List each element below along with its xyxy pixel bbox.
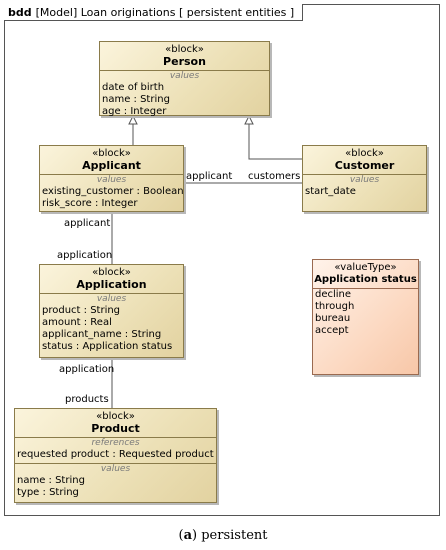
block-stereotype: «block»	[92, 148, 131, 159]
value-property: product : String	[42, 305, 121, 316]
enum-literal: decline	[315, 289, 352, 300]
block-name: Customer	[334, 159, 395, 172]
diagram-title: [Model] Loan originations [ persistent e…	[35, 6, 295, 19]
block-stereotype: «block»	[96, 411, 135, 422]
value-property: date of birth	[102, 82, 165, 93]
block-name: Product	[91, 422, 140, 435]
block-customer[interactable]: «block»Customer values start_date	[302, 145, 427, 212]
frame-header: bdd[Model] Loan originations [ persisten…	[4, 4, 304, 21]
value-property: status : Application status	[42, 341, 173, 352]
block-stereotype: «valueType»	[334, 262, 397, 273]
value-property: risk_score : Integer	[42, 198, 138, 209]
value-property: start_date	[305, 186, 356, 197]
generalization-arrowhead	[244, 114, 254, 125]
block-stereotype: «block»	[165, 44, 204, 55]
compartment-title: values	[100, 464, 131, 474]
block-person[interactable]: «block»Person values date of birth name …	[99, 41, 270, 117]
compartment-title: references	[91, 438, 140, 448]
role-label: products	[65, 394, 109, 405]
compartment-title: values	[169, 71, 200, 81]
role-label: applicant	[186, 171, 233, 182]
role-label: application	[59, 364, 115, 375]
block-name: Application status	[314, 274, 417, 285]
compartment-title: values	[96, 294, 127, 304]
valuetype-application-status[interactable]: «valueType»Application status decline th…	[312, 259, 419, 375]
block-application[interactable]: «block»Application values product : Stri…	[39, 264, 184, 358]
block-name: Applicant	[82, 159, 141, 172]
value-property: age : Integer	[102, 106, 167, 117]
compartment-title: values	[349, 175, 380, 185]
caption-label: a	[183, 528, 193, 543]
role-label: customers	[248, 171, 301, 182]
block-name: Person	[163, 55, 206, 68]
block-stereotype: «block»	[92, 267, 131, 278]
diagram-kind: bdd	[8, 6, 32, 19]
role-label: applicant	[64, 218, 111, 229]
value-property: type : String	[17, 487, 79, 498]
enum-literal: accept	[315, 325, 349, 336]
block-product[interactable]: «block»Product references requested prod…	[14, 408, 217, 503]
block-name: Application	[76, 278, 147, 291]
figure-caption: (a) persistent	[178, 528, 268, 543]
caption-text: persistent	[201, 528, 268, 543]
compartment-title: values	[96, 175, 127, 185]
block-applicant[interactable]: «block»Applicant values existing_custome…	[39, 145, 184, 212]
value-property: amount : Real	[42, 317, 112, 328]
enum-literal: bureau	[315, 313, 351, 324]
value-property: applicant_name : String	[42, 329, 162, 340]
value-property: existing_customer : Boolean	[42, 186, 184, 197]
value-property: name : String	[17, 475, 85, 486]
role-label: application	[57, 250, 113, 261]
enum-literal: through	[315, 301, 355, 312]
reference-property: requested product : Requested product	[17, 449, 214, 460]
value-property: name : String	[102, 94, 170, 105]
generalization-customer-person	[248, 124, 302, 160]
block-stereotype: «block»	[345, 148, 384, 159]
generalization-arrowhead	[128, 114, 138, 125]
